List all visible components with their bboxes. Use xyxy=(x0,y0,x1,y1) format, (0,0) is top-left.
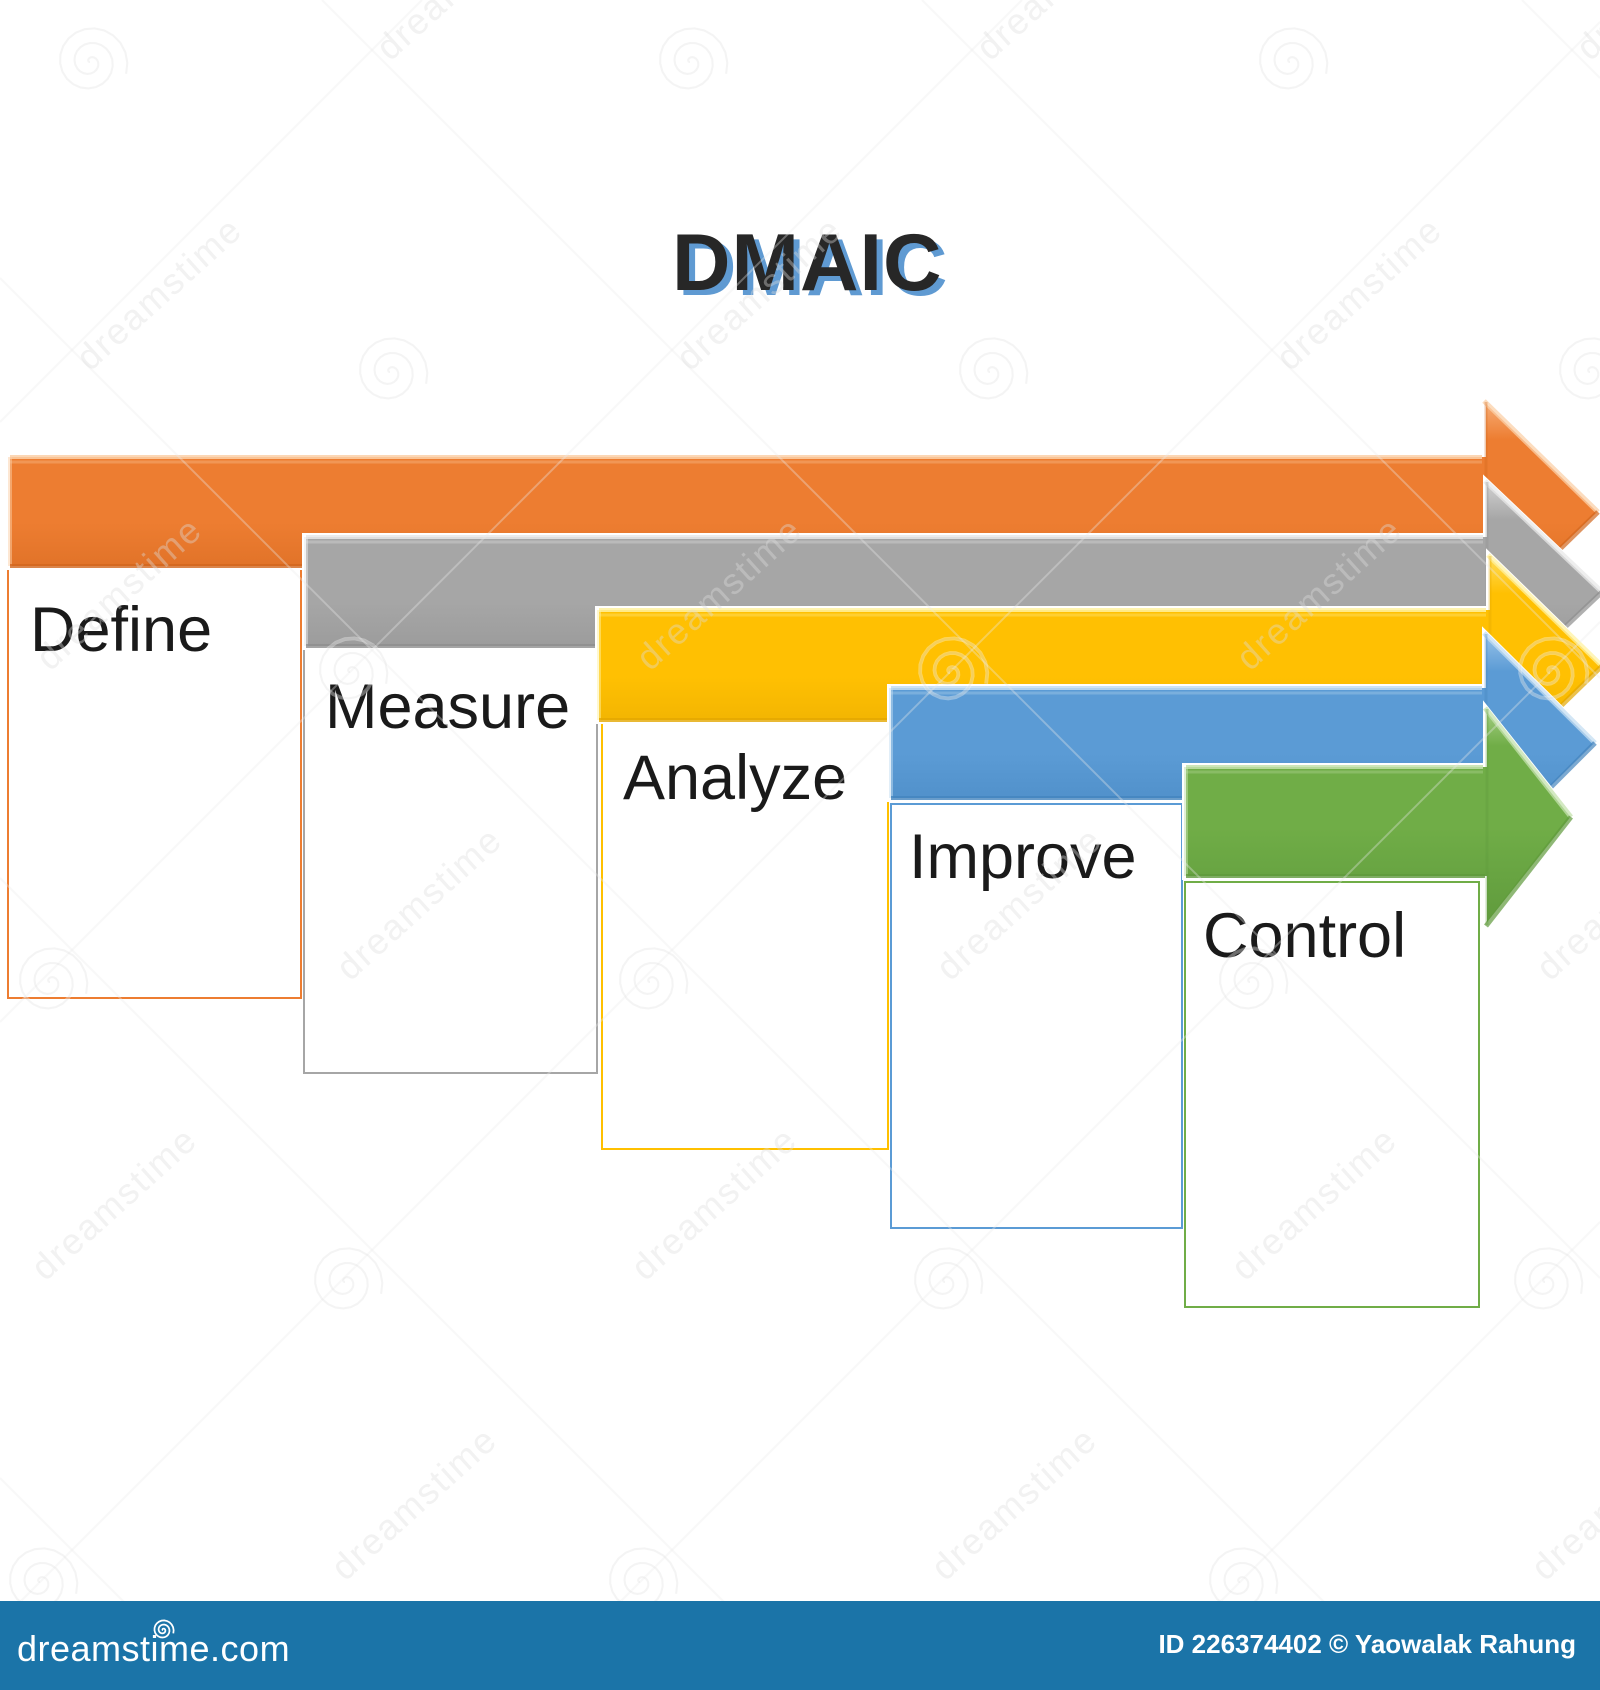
svg-text:dreamstime: dreamstime xyxy=(628,508,810,678)
svg-text:dreamstime: dreamstime xyxy=(68,208,250,378)
svg-text:dreamstime: dreamstime xyxy=(623,1118,805,1288)
svg-text:dreamstime: dreamstime xyxy=(28,508,210,678)
svg-text:dreamstime: dreamstime xyxy=(368,0,550,68)
svg-text:dreamstime: dreamstime xyxy=(1228,508,1410,678)
svg-text:dreamstime: dreamstime xyxy=(1528,818,1600,988)
svg-text:dreamstime: dreamstime xyxy=(328,818,510,988)
svg-text:dreamstime: dreamstime xyxy=(1223,1118,1405,1288)
svg-text:dreamstime: dreamstime xyxy=(323,1418,505,1588)
svg-text:dreamstime: dreamstime xyxy=(928,818,1110,988)
svg-text:dreamstime: dreamstime xyxy=(23,1118,205,1288)
svg-text:dreamstime: dreamstime xyxy=(668,208,850,378)
svg-text:dreamstime: dreamstime xyxy=(968,0,1150,68)
svg-text:dreamstime: dreamstime xyxy=(1268,208,1450,378)
svg-text:dreamstime: dreamstime xyxy=(1568,0,1600,68)
svg-text:dreamstime: dreamstime xyxy=(1523,1418,1600,1588)
svg-text:dreamstime: dreamstime xyxy=(923,1418,1105,1588)
